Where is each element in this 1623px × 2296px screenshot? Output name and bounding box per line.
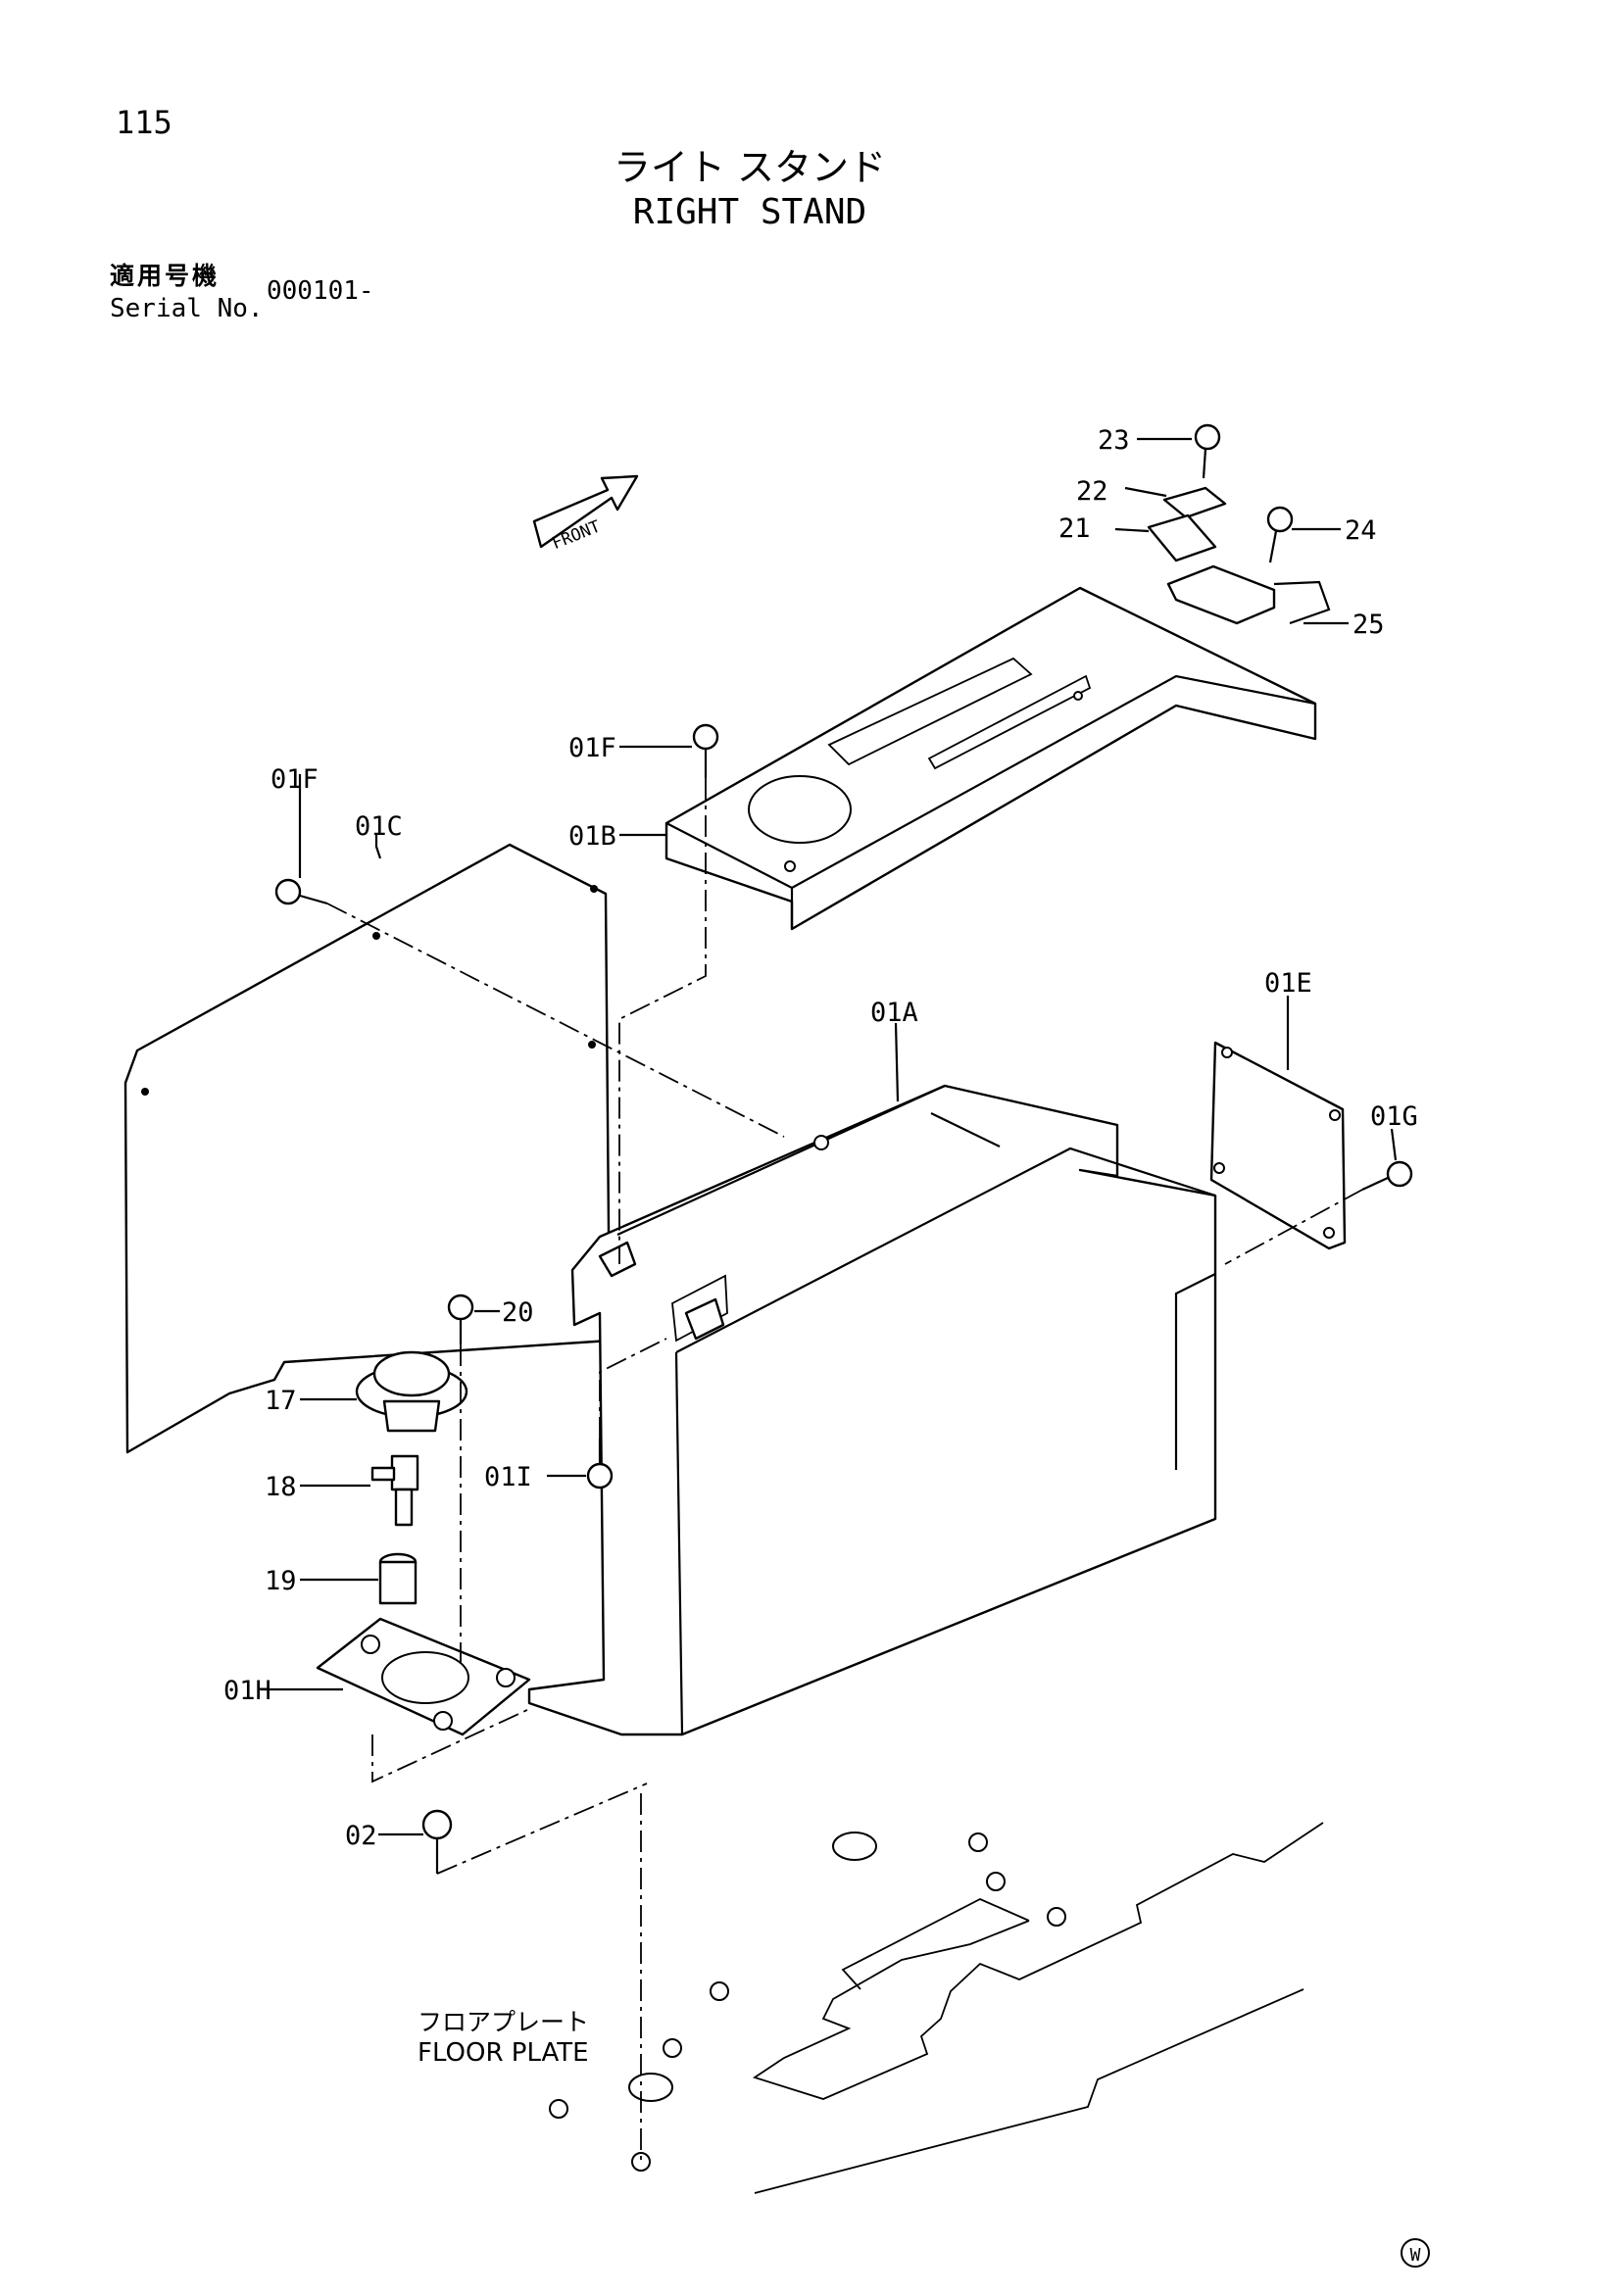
bolt-02 [421,1809,453,1874]
assembly-lines [326,778,1363,2162]
leader-lines [261,437,1398,1836]
svg-text:W: W [1410,2245,1421,2266]
floor-plate-label-japanese: フロアプレート [418,2008,590,2036]
bolt-01F-left [274,878,328,905]
part-label-02: 02 [345,1821,377,1851]
part-label-25: 25 [1352,610,1385,640]
bracket-21 [1147,513,1217,562]
hose-fitting-18 [370,1454,419,1527]
part-label-20: 20 [502,1297,534,1328]
top-plate-01B [664,586,1317,931]
part-label-01F-top: 01F [568,733,616,763]
bolt-01F-top [692,723,719,778]
serial-label-english: Serial No. [110,294,264,323]
part-label-01F-left: 01F [270,764,319,795]
page-number: 115 [116,104,172,141]
side-panel-01E [1209,1041,1347,1250]
title-japanese: ライト スタンド [613,146,887,189]
part-label-22: 22 [1076,476,1108,507]
front-arrow-icon: FRONT [532,474,639,554]
washer-22 [1162,486,1227,519]
mounting-plate-01H [316,1617,531,1736]
bolt-01G [1361,1160,1413,1191]
floor-plate [549,1822,1324,2194]
part-label-17: 17 [265,1386,297,1416]
part-label-01C: 01C [355,811,403,842]
part-label-18: 18 [265,1472,297,1502]
handle-25 [1166,564,1331,625]
oil-filler-cap-17 [355,1350,468,1433]
serial-number-value: 000101- [267,276,374,306]
floor-plate-label-english: FLOOR PLATE [418,2038,589,2068]
part-label-01A: 01A [870,998,918,1028]
part-label-01E: 01E [1264,968,1312,999]
serial-label-japanese: 適用号機 [110,262,221,290]
main-box-01A [527,1084,1217,1736]
part-label-01H: 01H [223,1676,271,1706]
part-label-01B: 01B [568,821,616,852]
bolt-01I [586,1439,614,1490]
part-label-19: 19 [265,1566,297,1596]
bolt-23 [1194,423,1221,479]
part-label-24: 24 [1345,515,1377,546]
side-cover-01C [123,843,612,1454]
part-label-01G: 01G [1370,1101,1418,1132]
part-label-01I: 01I [484,1462,532,1492]
title-english: RIGHT STAND [632,192,867,232]
bolt-24 [1266,506,1294,563]
adapter-19 [378,1552,418,1605]
part-label-21: 21 [1058,513,1091,544]
publisher-mark-icon: W [1401,2238,1430,2268]
part-label-23: 23 [1098,425,1130,456]
bolt-20 [447,1294,474,1344]
